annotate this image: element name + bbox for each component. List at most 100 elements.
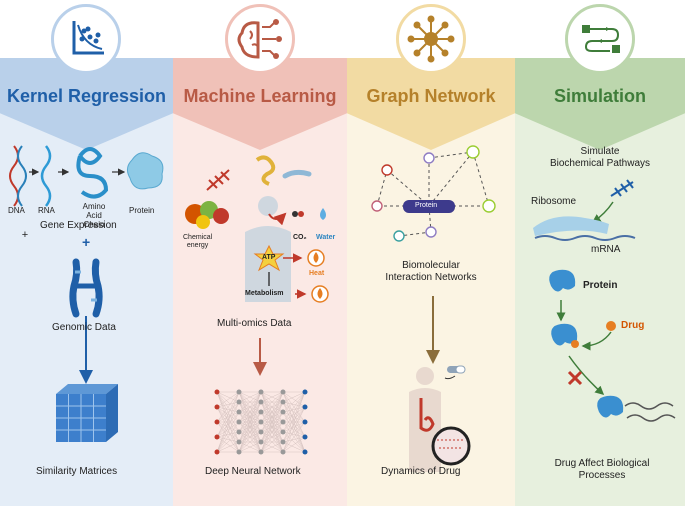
nn-node [280, 439, 286, 445]
nn-edge [238, 391, 262, 423]
nn-node [302, 434, 308, 440]
nn-edge [282, 406, 306, 423]
chromosome-icon [69, 258, 103, 318]
nn-edge [282, 401, 306, 408]
nn-edge [282, 421, 306, 443]
nn-node [302, 404, 308, 410]
dna-icon [206, 169, 230, 191]
panel-kernel-regression: Kernel Regression + DNA RN [0, 0, 173, 506]
neural-network-icon [214, 389, 308, 455]
atp-star-icon [253, 244, 285, 272]
plus-sign: + [82, 234, 91, 250]
nn-edge [282, 391, 306, 423]
nn-edge [282, 436, 306, 443]
graph-illustrations [371, 145, 496, 472]
nn-node [258, 389, 264, 395]
nn-edge [238, 441, 262, 453]
simulate-pathways-label: Simulate Biochemical Pathways [549, 146, 651, 169]
nn-node [214, 434, 220, 440]
nn-edge [282, 421, 306, 433]
nn-edge [216, 431, 240, 438]
protein-label: Protein [583, 280, 618, 291]
nn-edge [238, 411, 262, 453]
nn-node [280, 389, 286, 395]
nn-edge [216, 391, 240, 403]
nn-edge [238, 391, 262, 413]
drug-affect-label: Drug Affect Biological Processes [554, 458, 650, 481]
chemical-energy-label: Chemical energy [183, 234, 213, 249]
nn-edge [282, 406, 306, 433]
pill-icon [447, 365, 466, 374]
interaction-networks-label: Biomolecular Interaction Networks [385, 260, 477, 283]
inhibition-cross-icon [567, 370, 583, 386]
nn-edge [260, 421, 284, 453]
ribosome-icon [533, 216, 609, 236]
nn-edge [282, 406, 306, 453]
nn-node [258, 399, 264, 405]
nn-node [258, 439, 264, 445]
gene-expression-label: Gene Expression [40, 220, 117, 231]
nn-node [236, 389, 242, 395]
nn-edge [216, 431, 240, 453]
nn-edge [260, 391, 284, 423]
protein-node [403, 200, 455, 213]
nn-node [302, 449, 308, 455]
nn-edge [282, 436, 306, 453]
nn-edge [216, 411, 240, 438]
panel-background [515, 112, 685, 506]
dna-label: DNA [8, 206, 25, 215]
heat-label: Heat [309, 270, 325, 277]
nn-edge [216, 436, 240, 453]
dnn-label: Deep Neural Network [205, 466, 301, 477]
nn-edge [238, 401, 262, 453]
nn-edge [216, 421, 240, 438]
drug-label: Drug [621, 320, 645, 331]
drug-molecule-icon [571, 340, 579, 348]
nn-edge [282, 441, 306, 453]
nn-edge [216, 391, 240, 453]
nn-edge [260, 431, 284, 453]
protein-shape-icon [551, 323, 578, 346]
metabolism-label: Metabolism [245, 290, 284, 297]
nn-edge [216, 421, 240, 453]
nn-node [280, 419, 286, 425]
nn-node [214, 419, 220, 425]
nn-edge [216, 391, 240, 438]
protein-blob-icon [126, 152, 164, 190]
mrna-label: mRNA [591, 244, 621, 255]
nn-node [280, 399, 286, 405]
nn-edge [260, 391, 284, 403]
nn-node [280, 429, 286, 435]
nn-node [214, 404, 220, 410]
nn-edge [282, 391, 306, 443]
peptide-chain [626, 414, 676, 422]
nn-edge [238, 421, 262, 453]
mrna-strand [534, 235, 636, 241]
nn-edge [216, 406, 240, 413]
nn-edge [216, 401, 240, 408]
nn-edge [238, 391, 262, 453]
nn-edge [216, 401, 240, 438]
nn-edge [260, 401, 284, 453]
protein-label: Protein [129, 206, 155, 215]
nn-edge [282, 391, 306, 453]
nn-node [302, 389, 308, 395]
amino-acid-chain-icon [76, 147, 109, 199]
nn-edge [216, 401, 240, 423]
nn-edge [238, 391, 262, 433]
multi-omics-label: Multi-omics Data [217, 318, 292, 329]
ml-illustrations [185, 155, 329, 455]
nn-edge [260, 441, 284, 453]
nn-node [280, 409, 286, 415]
panel-title: Simulation [553, 86, 646, 106]
protein-ribbon-icon [255, 155, 276, 186]
nn-node [302, 419, 308, 425]
peptide-chain [624, 402, 674, 410]
nn-edge [238, 431, 262, 453]
protein-node-label: Protein [415, 202, 438, 209]
nn-node [258, 419, 264, 425]
scatter-plot-icon [51, 4, 121, 74]
workflow-icon [565, 4, 635, 74]
nn-edge [216, 391, 240, 423]
panel-graph-network: Graph Network Protein Biomol [347, 0, 515, 506]
